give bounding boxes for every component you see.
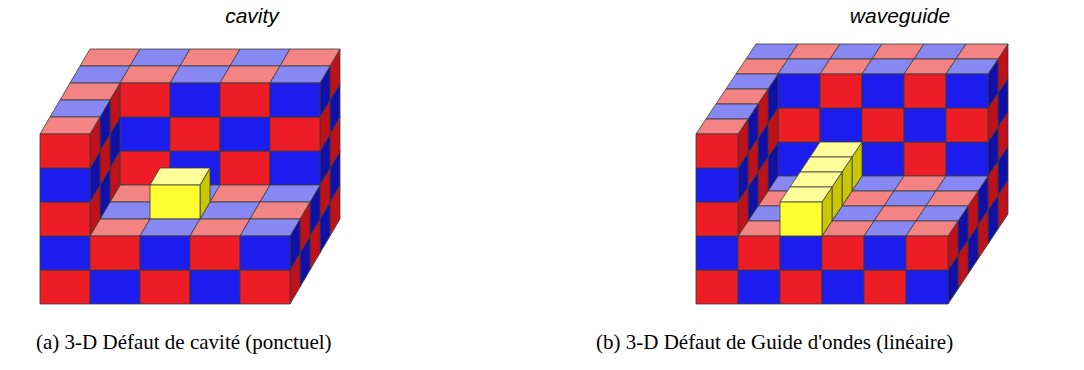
crystal-cube <box>180 49 240 66</box>
crystal-cube <box>946 74 988 108</box>
crystal-cube <box>706 104 758 119</box>
crystal-cube <box>738 270 780 304</box>
crystal-cube <box>862 142 904 176</box>
crystal-cube <box>778 108 820 142</box>
crystal-cube <box>906 270 948 304</box>
defect-cube <box>780 187 832 202</box>
crystal-cube <box>716 89 768 104</box>
crystal-cube <box>906 221 958 236</box>
defect-cube <box>150 185 200 219</box>
crystal-cube <box>40 168 90 202</box>
crystal-cube <box>822 270 864 304</box>
crystal-cube <box>780 236 822 270</box>
crystal-cube <box>220 117 270 151</box>
crystal-cube <box>696 134 738 168</box>
crystal-cube <box>946 108 988 142</box>
crystal-cube <box>906 236 948 270</box>
crystal-cube <box>820 74 862 108</box>
crystal-cube <box>170 83 220 117</box>
crystal-cube <box>916 206 968 221</box>
figure-title: cavity <box>225 4 279 28</box>
crystal-cube <box>820 108 862 142</box>
crystal-cube <box>220 151 270 185</box>
crystal-cube <box>130 49 190 66</box>
crystal-cube <box>822 236 864 270</box>
crystal-cube <box>270 151 320 185</box>
crystal-cube <box>170 66 230 83</box>
crystal-cube <box>90 219 150 236</box>
crystal-cube <box>60 83 120 100</box>
crystal-cube <box>210 185 270 202</box>
crystal-cube <box>926 191 978 206</box>
crystal-cube <box>946 59 998 74</box>
figure-title: waveguide <box>850 4 950 28</box>
figure-caption: (b) 3-D Défaut de Guide d'ondes (linéair… <box>596 330 953 355</box>
crystal-cube <box>70 66 130 83</box>
crystal-cube <box>270 66 330 83</box>
crystal-cube <box>696 236 738 270</box>
crystal-cube <box>696 168 738 202</box>
crystal-cube <box>140 236 190 270</box>
crystal-cube <box>40 270 90 304</box>
crystal-cube <box>140 219 200 236</box>
crystal-cube <box>862 74 904 108</box>
crystal-cube <box>40 202 90 236</box>
crystal-cube <box>956 44 1008 59</box>
crystal-cube <box>190 236 240 270</box>
crystal-cube <box>696 119 748 134</box>
crystal-cube <box>904 142 946 176</box>
crystal-cube <box>696 270 738 304</box>
crystal-cube <box>120 83 170 117</box>
crystal-cube <box>904 74 946 108</box>
crystal-cube <box>140 270 190 304</box>
crystal-cube <box>90 270 140 304</box>
defect-cube <box>790 172 842 187</box>
crystal-cube <box>240 219 300 236</box>
crystal-cube <box>40 134 90 168</box>
crystal-cube <box>270 117 320 151</box>
crystal-cube <box>220 66 280 83</box>
crystal-cube <box>190 219 250 236</box>
crystal-cube <box>120 66 180 83</box>
defect-cube <box>150 168 210 185</box>
defect-cube <box>800 157 852 172</box>
crystal-cube <box>250 202 310 219</box>
crystal-cube <box>864 270 906 304</box>
defect-cube <box>810 142 862 157</box>
crystal-cube <box>936 176 988 191</box>
crystal-cube <box>904 108 946 142</box>
crystal-cube <box>50 100 110 117</box>
crystal-cube <box>240 270 290 304</box>
crystal-cube <box>270 83 320 117</box>
crystal-cube <box>240 236 290 270</box>
crystal-cube <box>170 117 220 151</box>
crystal-cube <box>780 270 822 304</box>
crystal-cube <box>40 236 90 270</box>
crystal-cube <box>40 117 100 134</box>
crystal-cube <box>738 236 780 270</box>
crystal-cube <box>190 270 240 304</box>
crystal-cube <box>280 49 340 66</box>
crystal-cube <box>230 49 290 66</box>
crystal-cube <box>200 202 260 219</box>
crystal-cube <box>80 49 140 66</box>
crystal-cube <box>90 236 140 270</box>
defect-cube <box>780 202 822 236</box>
crystal-cube <box>946 142 988 176</box>
crystal-cube <box>864 236 906 270</box>
crystal-cube <box>726 74 778 89</box>
crystal-cube <box>260 185 320 202</box>
crystal-cube <box>862 108 904 142</box>
figure-caption: (a) 3-D Défaut de cavité (ponctuel) <box>36 330 332 355</box>
crystal-cube <box>120 117 170 151</box>
crystal-cube <box>696 202 738 236</box>
crystal-cube <box>778 74 820 108</box>
crystal-cube <box>220 83 270 117</box>
